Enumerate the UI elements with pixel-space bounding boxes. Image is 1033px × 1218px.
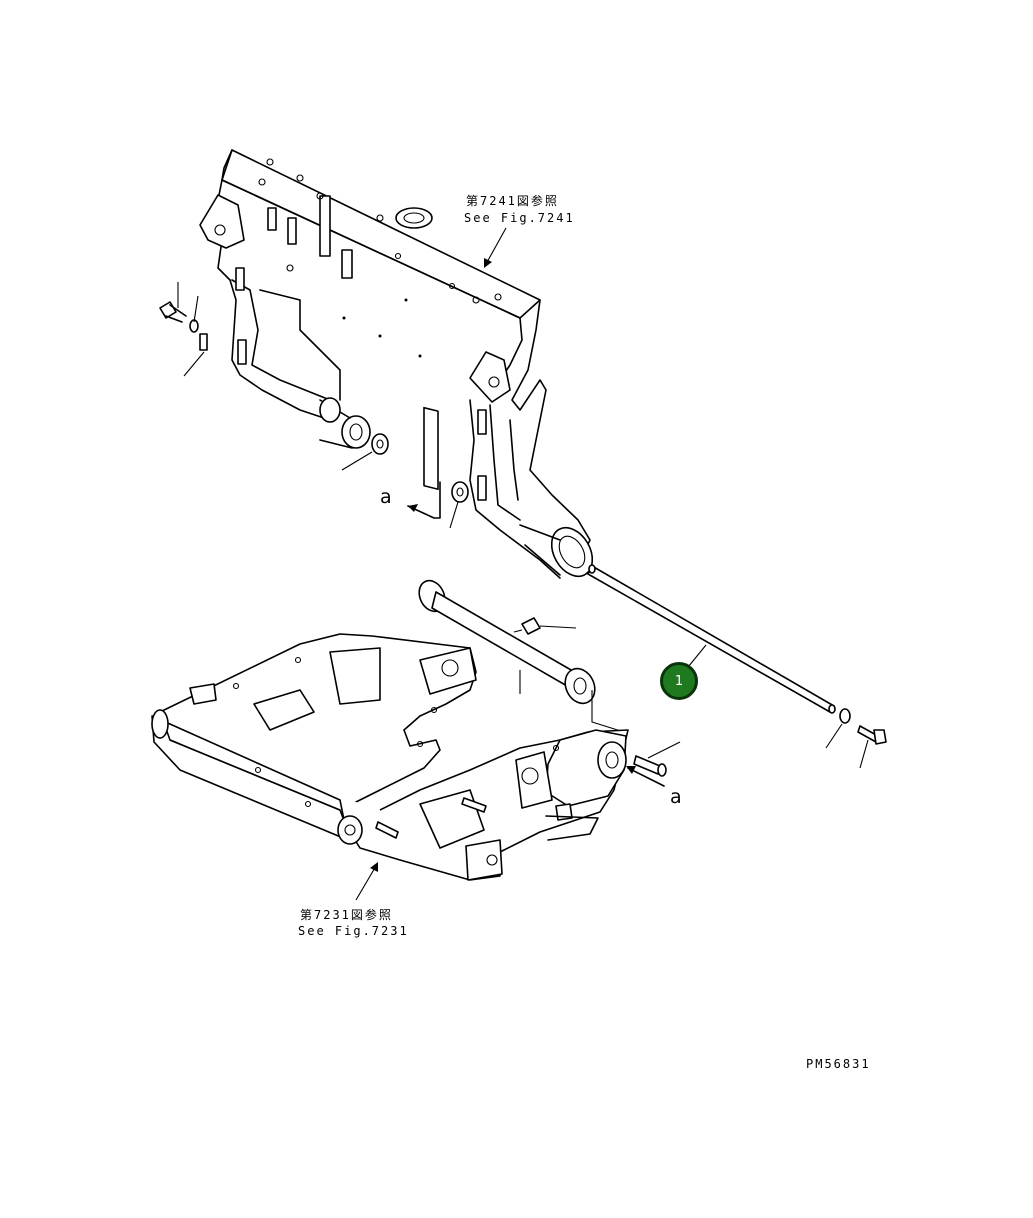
callout-part-1[interactable]: 1 (660, 662, 698, 700)
upper-left-bolt-group (159, 282, 208, 377)
reference-leaders (355, 227, 507, 901)
upper-reference-jp: 第7241図参照 (466, 194, 559, 208)
lower-reference-jp: 第7231図参照 (300, 908, 393, 922)
middle-pin (418, 579, 625, 733)
upper-reference-en: See Fig.7241 (464, 211, 575, 225)
callout-part-1-label: 1 (674, 673, 684, 689)
lower-reference-en: See Fig.7231 (298, 924, 409, 938)
lower-frame (151, 633, 681, 881)
view-mark-lower: a (670, 786, 682, 808)
view-mark-upper: a (380, 486, 392, 508)
pin-part-1 (587, 564, 887, 769)
upper-frame (199, 149, 594, 579)
drawing-number: PM56831 (806, 1057, 871, 1071)
upper-washers (341, 433, 469, 529)
